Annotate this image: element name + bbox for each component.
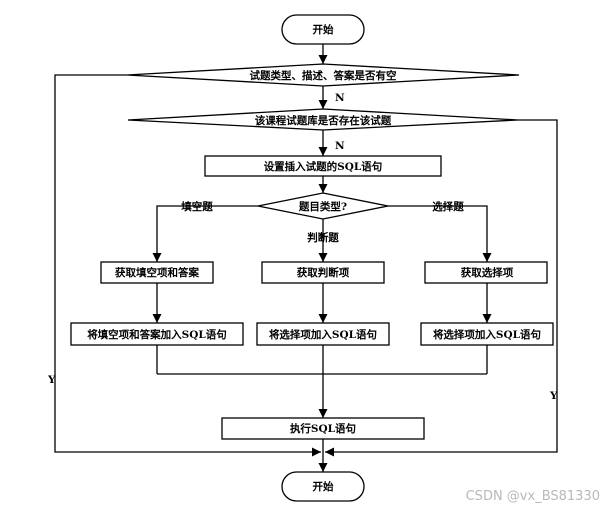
watermark: CSDN @vx_BS81330	[466, 489, 600, 504]
add-fill-process	[70, 322, 244, 346]
check-empty-decision	[126, 63, 520, 87]
no-label-1: N	[335, 92, 345, 104]
arrow-decision-to-fill	[152, 205, 258, 262]
check-exists-decision	[127, 108, 519, 131]
end-terminal	[281, 471, 365, 502]
set-sql-process	[204, 155, 442, 177]
end-label: 开始	[313, 480, 334, 493]
connectors	[54, 44, 558, 472]
get-judge-process	[261, 261, 385, 284]
add-choice-process	[420, 322, 554, 346]
start-terminal	[281, 14, 365, 45]
add-fill-label: 将填空项和答案加入SQL语句	[87, 328, 227, 341]
yes-label-left: Y	[47, 374, 56, 386]
get-judge-label: 获取判断项	[297, 266, 350, 279]
arrow-check-exists-yes	[325, 119, 558, 457]
arrow-check-empty-yes	[54, 74, 321, 457]
type-decision-label: 题目类型?	[299, 200, 347, 213]
add-judge-process	[256, 322, 390, 346]
arrow-decision-to-choice	[388, 205, 492, 262]
check-empty-label: 试题类型、描述、答案是否有空	[250, 69, 397, 82]
branch-fill-label: 填空题	[181, 200, 213, 213]
get-fill-label: 获取填空项和答案	[115, 266, 199, 279]
exec-sql-process	[221, 417, 425, 440]
get-choice-process	[424, 261, 548, 284]
start-label: 开始	[313, 23, 334, 36]
set-sql-label: 设置插入试题的SQL语句	[264, 160, 383, 173]
no-label-2: N	[335, 140, 345, 152]
yes-label-right: Y	[549, 390, 558, 402]
branch-judge-label: 判断题	[307, 231, 339, 244]
exec-sql-label: 执行SQL语句	[290, 422, 356, 435]
get-fill-process	[100, 261, 214, 284]
type-decision	[257, 192, 389, 220]
add-judge-label: 将选择项加入SQL语句	[269, 328, 377, 341]
get-choice-label: 获取选择项	[461, 266, 514, 279]
add-choice-label: 将选择项加入SQL语句	[433, 328, 541, 341]
check-exists-label: 该课程试题库是否存在该试题	[255, 114, 392, 127]
branch-choice-label: 选择题	[432, 200, 464, 213]
